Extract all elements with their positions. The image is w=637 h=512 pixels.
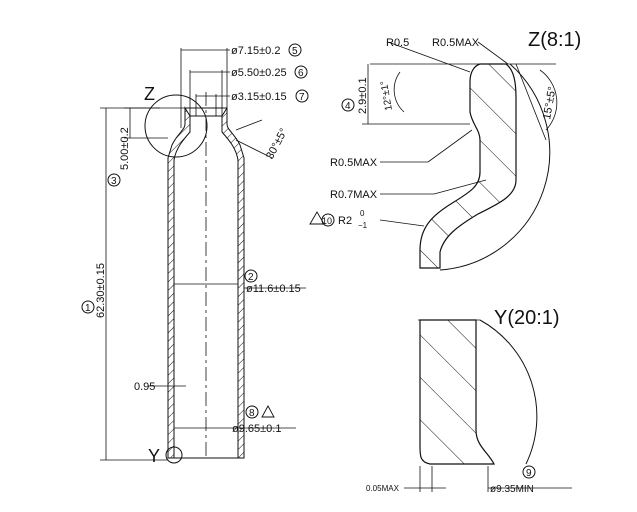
dim-neck-length: 5.00±0.2	[119, 127, 131, 170]
detail-y-title: Y(20:1)	[494, 307, 560, 329]
balloon-2: 2	[248, 272, 254, 283]
detail-z-title: Z(8:1)	[528, 29, 581, 51]
dim-wall-thickness: 0.95	[134, 381, 155, 393]
dim-9-35-min: ø9.35MIN	[490, 484, 534, 495]
label-r05max-top: R0.5MAX	[432, 37, 480, 49]
label-r07max: R0.7MAX	[330, 189, 378, 201]
dim-0-05-max: 0.05MAX	[366, 484, 400, 493]
left-wall	[167, 106, 191, 459]
balloon-7: 7	[299, 92, 305, 103]
detail-y-circle	[165, 446, 183, 464]
label-r2-tol-lower: −1	[358, 221, 368, 230]
detail-z-section	[419, 63, 517, 269]
main-view: Z Y ø7.15±0.2 5 ø5.50±0.25 6 ø3.15±0.15 …	[81, 43, 309, 466]
detail-y: Y(20:1) 0.05MAX ø9.35MIN 9	[366, 307, 572, 495]
dim-total-length: 62.30±0.15	[95, 263, 107, 318]
right-wall	[221, 106, 245, 459]
balloon-9: 9	[526, 468, 532, 479]
dim-outer-diameter: ø7.15±0.2	[231, 45, 280, 57]
balloon-1: 1	[85, 303, 91, 314]
label-r2-tol-upper: 0	[360, 209, 365, 218]
dim-angle-30: 30°±5°	[264, 126, 290, 161]
dim-angle-12: 12°±1°	[379, 80, 395, 112]
balloon-10: 10	[322, 216, 332, 226]
balloon-8: 8	[249, 408, 255, 419]
balloon-6: 6	[298, 68, 304, 79]
detail-y-section	[419, 319, 495, 465]
warning-triangle-icon-2	[309, 211, 325, 225]
detail-z-marker: Z	[144, 84, 155, 104]
label-r2: R2	[338, 215, 352, 227]
dim-inner-diameter: ø3.15±0.15	[231, 91, 287, 103]
detail-y-marker: Y	[148, 446, 160, 466]
dim-angle-15: 15°±5°	[541, 86, 559, 121]
dim-body-diameter: ø11.6±0.15	[246, 283, 301, 295]
detail-z-circle	[144, 94, 208, 158]
label-r05max: R0.5MAX	[330, 157, 378, 169]
dim-2-9: 2.9±0.1	[357, 77, 369, 114]
balloon-5: 5	[292, 46, 298, 57]
detail-z: Z(8:1) R0.5 R0.5MAX R0.5MAX R0.7MAX 10 R…	[309, 29, 581, 271]
label-r05: R0.5	[386, 37, 409, 49]
dim-bottom-diameter: ø9.65±0.1	[232, 423, 281, 435]
warning-triangle-icon	[261, 405, 275, 418]
balloon-4: 4	[345, 101, 351, 112]
dim-neck-diameter: ø5.50±0.25	[231, 67, 287, 79]
balloon-3: 3	[111, 176, 117, 187]
